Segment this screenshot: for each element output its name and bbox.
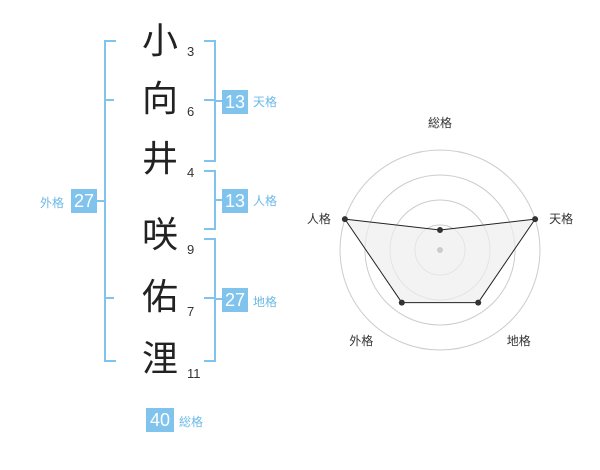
radar-axis-label-3: 地格 [507,333,531,348]
gaikaku-bracket-tick [97,200,105,202]
left-bracket-tick-1 [104,99,114,101]
radar-point-3 [475,299,482,306]
radar-point-4 [398,299,405,306]
tenkaku-bracket-tick [214,100,222,102]
stroke-count-2: 6 [187,104,195,119]
stroke-count-5: 7 [187,304,195,319]
stroke-count-4: 9 [187,242,195,257]
name-char-3: 井 [141,139,178,180]
stroke-count-1: 3 [187,44,195,59]
soukaku-value: 40 [146,408,174,432]
radar-point-2 [532,216,539,223]
radar-ring [339,149,541,351]
radar-axis-label-2: 天格 [549,211,573,226]
gaikaku-bracket [104,40,116,362]
radar-center-dot [437,247,443,253]
chikaku-label: 地格 [253,295,278,309]
radar-axis-label-4: 外格 [349,333,373,348]
name-char-5: 佑 [141,277,178,318]
tenkaku-label: 天格 [253,95,278,109]
jinkaku-bracket-tick [214,199,222,201]
radar-polygon [343,218,537,304]
left-bracket-tick-2 [104,297,114,299]
name-char-2: 向 [141,79,178,120]
jinkaku-value: 13 [222,189,248,213]
radar-axis-label-5: 人格 [307,211,331,226]
chikaku-value: 27 [222,288,248,312]
stroke-count-6: 11 [187,366,201,381]
radar-ring [364,174,516,326]
stroke-count-3: 4 [187,165,195,180]
tenkaku-bracket-mid-tick [204,99,214,101]
chikaku-bracket-tick [214,298,222,300]
name-char-4: 咲 [141,215,178,256]
gaikaku-label: 外格 [40,196,65,210]
soukaku-label: 総格 [179,415,204,429]
chikaku-bracket-mid-tick [204,297,214,299]
radar-axis-label-1: 総格 [428,115,452,130]
name-char-1: 小 [141,21,178,62]
jinkaku-label: 人格 [253,194,278,208]
gaikaku-value: 27 [71,189,97,213]
chikaku-bracket [204,238,216,362]
tenkaku-value: 13 [222,90,248,114]
name-char-6: 浬 [141,339,178,380]
radar-point-1 [437,227,443,233]
radar-point-5 [341,216,348,223]
